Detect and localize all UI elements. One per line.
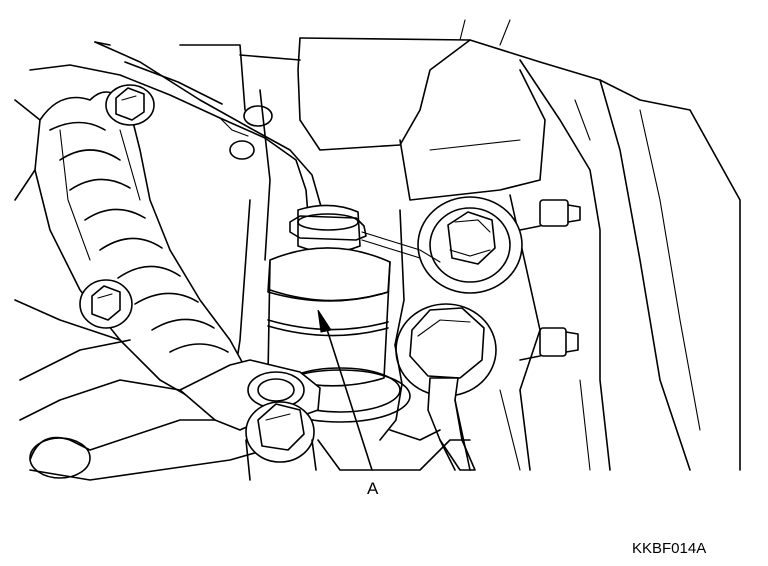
- upper-left-bolt: [105, 84, 155, 126]
- upper-right-bolt: [417, 196, 523, 294]
- figure-code: KKBF014A: [632, 540, 707, 557]
- lower-housing: [14, 99, 591, 471]
- callout-label-a: A: [367, 479, 379, 498]
- callout-arrow: [317, 309, 373, 471]
- lower-left-bolt: [245, 401, 317, 481]
- transmission-case: [179, 19, 741, 471]
- right-side-bosses: [509, 194, 581, 471]
- sensor-body: [267, 204, 411, 423]
- breather-hose: [29, 41, 323, 216]
- cable-bolt: [395, 303, 497, 471]
- left-middle-bolt: [79, 279, 133, 329]
- bellows-boot: [34, 91, 253, 401]
